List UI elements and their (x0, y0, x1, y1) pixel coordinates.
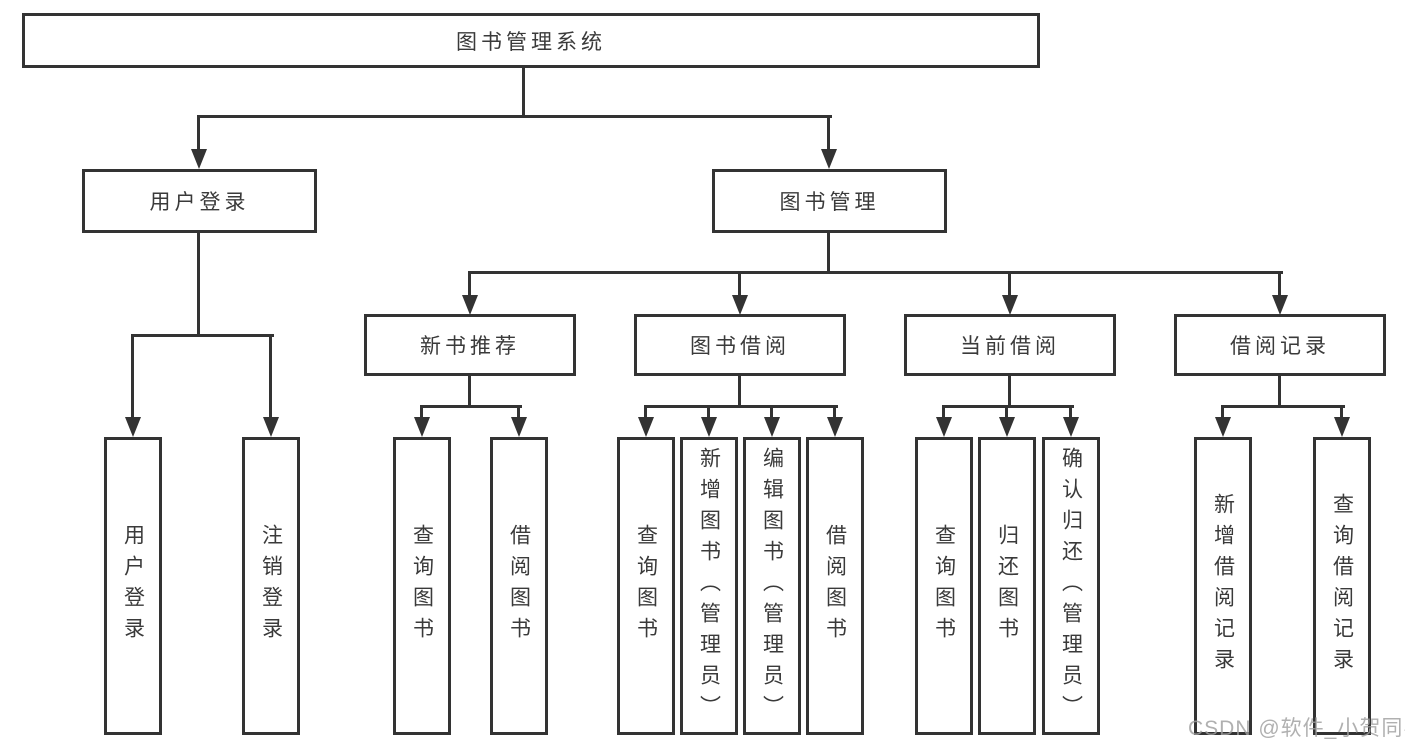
leaf-query-books-current: 查询图书 (915, 437, 973, 735)
connector-leaf-shaft (644, 405, 647, 419)
arrow-down-icon (821, 149, 837, 169)
csdn-watermark: CSDN @软件_小贺同学 (1188, 717, 1405, 740)
leaf-return-book: 归还图书 (978, 437, 1036, 735)
node-library-management-system: 图书管理系统 (22, 13, 1040, 68)
arrow-down-icon (764, 417, 780, 437)
connector-leaf-shaft (942, 405, 945, 419)
arrow-down-icon (1063, 417, 1079, 437)
leaf-borrow-books: 借阅图书 (806, 437, 864, 735)
leaf-edit-book-admin: 编辑图书（管理员） (743, 437, 801, 735)
connector-leaf-shaft (420, 405, 423, 419)
connector-leaf-shaft (833, 405, 836, 419)
arrow-down-icon (732, 295, 748, 315)
connector-leaf-shaft (1069, 405, 1072, 419)
arrow-down-icon (125, 417, 141, 437)
arrow-down-icon (511, 417, 527, 437)
connector-user-login-drop (197, 233, 200, 336)
connector-level2-rail (197, 115, 832, 118)
leaf-borrow-books-recommend: 借阅图书 (490, 437, 548, 735)
arrow-down-icon (1215, 417, 1231, 437)
node-current-borrow: 当前借阅 (904, 314, 1116, 376)
leaf-add-book-admin: 新增图书（管理员） (680, 437, 738, 735)
node-book-management: 图书管理 (712, 169, 947, 233)
connector-level3-shaft (468, 271, 471, 297)
connector-current-drop (1008, 376, 1011, 407)
node-book-borrow: 图书借阅 (634, 314, 846, 376)
connector-leaf-shaft (1340, 405, 1343, 419)
arrow-down-icon (827, 417, 843, 437)
arrow-down-icon (999, 417, 1015, 437)
leaf-add-borrow-record: 新增借阅记录 (1194, 437, 1252, 735)
arrow-down-icon (414, 417, 430, 437)
connector-user-login-rail (131, 334, 274, 337)
node-borrow-records: 借阅记录 (1174, 314, 1386, 376)
connector-book-management-drop (827, 233, 830, 273)
connector-level3-shaft (1008, 271, 1011, 297)
connector-level3-shaft (738, 271, 741, 297)
leaf-query-borrow-record: 查询借阅记录 (1313, 437, 1371, 735)
arrow-down-icon (638, 417, 654, 437)
arrow-down-icon (1272, 295, 1288, 315)
connector-borrow-drop (738, 376, 741, 407)
arrow-down-icon (1002, 295, 1018, 315)
arrow-down-icon (191, 149, 207, 169)
connector-borrow-rail (644, 405, 838, 408)
connector-records-rail (1221, 405, 1345, 408)
node-new-book-recommend: 新书推荐 (364, 314, 576, 376)
connector-current-rail (942, 405, 1074, 408)
leaf-query-books-borrow: 查询图书 (617, 437, 675, 735)
connector-leaf-shaft (269, 334, 272, 419)
connector-leaf-shaft (131, 334, 134, 419)
connector-leaf-shaft (1221, 405, 1224, 419)
arrow-down-icon (462, 295, 478, 315)
arrow-down-icon (936, 417, 952, 437)
connector-records-drop (1278, 376, 1281, 407)
leaf-user-login: 用户登录 (104, 437, 162, 735)
connector-recommend-rail (420, 405, 522, 408)
connector-leaf-shaft (770, 405, 773, 419)
leaf-confirm-return-admin: 确认归还（管理员） (1042, 437, 1100, 735)
arrow-down-icon (1334, 417, 1350, 437)
node-user-login: 用户登录 (82, 169, 317, 233)
connector-level3-rail (468, 271, 1283, 274)
connector-leaf-shaft (707, 405, 710, 419)
connector-leaf-shaft (1005, 405, 1008, 419)
connector-user-login-shaft (197, 115, 200, 151)
connector-root-drop (522, 68, 525, 117)
leaf-query-books-recommend: 查询图书 (393, 437, 451, 735)
connector-level3-shaft (1278, 271, 1281, 297)
connector-leaf-shaft (517, 405, 520, 419)
connector-book-management-shaft (827, 115, 830, 151)
arrow-down-icon (701, 417, 717, 437)
leaf-logout: 注销登录 (242, 437, 300, 735)
connector-recommend-drop (468, 376, 471, 407)
arrow-down-icon (263, 417, 279, 437)
